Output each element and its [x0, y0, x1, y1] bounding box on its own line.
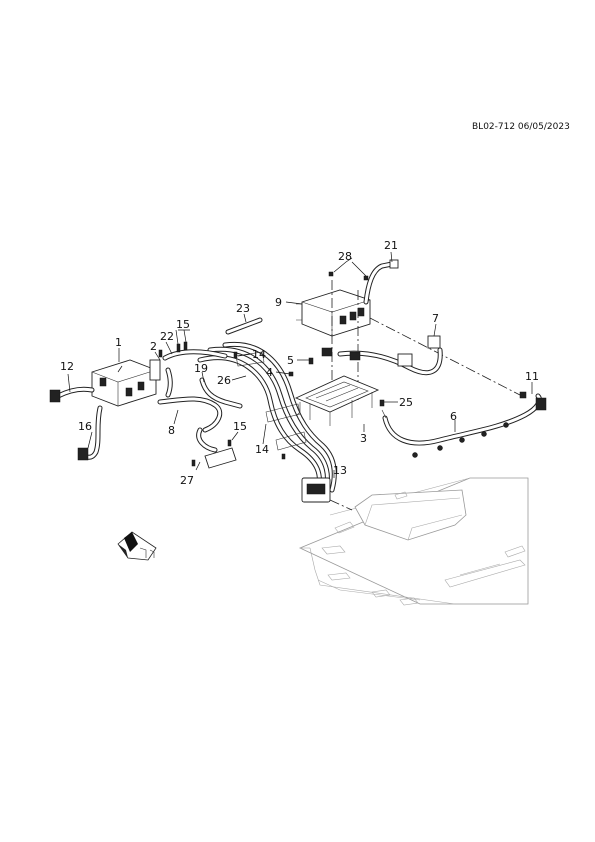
callout-16: 16 [78, 420, 92, 433]
diagram-reference-code: BL02-712 06/05/2023 [472, 122, 570, 132]
callout-4: 4 [266, 366, 273, 379]
hose-23 [225, 317, 263, 335]
pipes-2-19-8 [157, 349, 243, 469]
callout-3: 3 [360, 432, 367, 445]
callout-1: 1 [115, 336, 122, 349]
callout-19: 19 [194, 362, 208, 375]
tray-3 [294, 375, 380, 426]
front-direction-arrow-icon [117, 531, 157, 561]
callout-27: 27 [180, 474, 194, 487]
callout-22: 22 [160, 330, 174, 343]
callout-14-lower: 14 [255, 443, 269, 456]
callout-25: 25 [399, 396, 413, 409]
callout-7: 7 [432, 312, 439, 325]
callout-6: 6 [450, 410, 457, 423]
callout-8: 8 [168, 424, 175, 437]
harness-13 [197, 341, 353, 511]
module-1 [91, 359, 161, 407]
callout-21: 21 [384, 239, 398, 252]
callout-2: 2 [150, 340, 157, 353]
battery-pack [299, 477, 529, 606]
callout-labels: 1 2 3 4 5 6 7 8 9 11 12 13 14 14 15 15 1… [60, 239, 539, 487]
callout-28: 28 [338, 250, 352, 263]
callout-11: 11 [525, 370, 539, 383]
cable-21 [363, 259, 399, 305]
callout-26: 26 [217, 374, 231, 387]
callout-13: 13 [333, 464, 347, 477]
callout-5: 5 [287, 354, 294, 367]
callout-9: 9 [275, 296, 282, 309]
callout-15-lower: 15 [233, 420, 247, 433]
callout-12: 12 [60, 360, 74, 373]
callout-15-upper: 15 [176, 318, 190, 331]
module-9 [296, 280, 521, 400]
callout-14-upper: 14 [252, 348, 266, 361]
leader-lines [67, 251, 533, 478]
harness-6 [321, 335, 547, 458]
callout-23: 23 [236, 302, 250, 315]
fasteners [158, 271, 385, 467]
hose-12-16 [49, 386, 103, 461]
